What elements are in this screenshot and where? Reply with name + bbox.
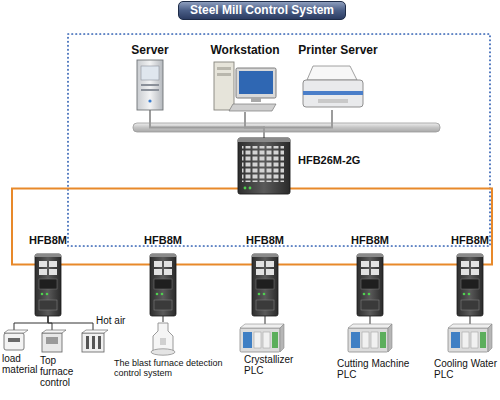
vent-stripe: [86, 336, 89, 349]
vent-stripe: [98, 336, 101, 349]
switch-icon: [150, 254, 176, 316]
node-label: HFB8M: [18, 234, 78, 246]
drive-slot: [217, 67, 231, 70]
device-wire: [470, 316, 471, 324]
device-wire: [163, 316, 164, 322]
bus-link: [264, 110, 332, 138]
device-wire: [14, 316, 48, 330]
node-label: HFB8M: [235, 234, 295, 246]
node-label: load material: [2, 353, 44, 375]
node-label: HFB8M: [340, 234, 400, 246]
ring-link: [278, 264, 357, 266]
bus-link: [150, 110, 264, 138]
printer-stripe: [303, 91, 363, 95]
node-label: HFB26M-2G: [298, 154, 388, 166]
node-label: Cooling Water PLC: [434, 358, 500, 380]
core-switch-icon: [238, 138, 290, 194]
device-icon: [42, 333, 62, 352]
device-slot: [8, 338, 20, 342]
device-wire: [370, 316, 371, 324]
status-led: [244, 187, 247, 190]
switch-icon: [35, 254, 61, 316]
ring-link: [61, 264, 150, 266]
printer-tray: [307, 66, 357, 80]
ring-link: [290, 188, 492, 264]
device-icon: [4, 333, 24, 350]
furnace-door: [160, 338, 166, 345]
printer-output: [318, 99, 348, 103]
ring-link: [383, 264, 457, 266]
device-icon: [82, 333, 104, 352]
printer-body: [303, 80, 363, 107]
node-label: Workstation: [205, 44, 285, 57]
vent-stripe: [92, 336, 95, 349]
status-led: [249, 187, 252, 190]
node-label: Cutting Machine PLC: [337, 358, 417, 380]
monitor-stand: [251, 98, 261, 102]
device-top: [42, 330, 66, 333]
server-slot: [141, 84, 159, 86]
keyboard: [229, 104, 276, 111]
workstation-tower: [214, 62, 234, 110]
device-wire: [48, 316, 93, 330]
monitor-screen: [239, 71, 273, 94]
node-label: The blast furnace detection control syst…: [114, 358, 244, 378]
device-wire: [265, 316, 266, 324]
node-label: Printer Server: [288, 44, 388, 57]
switch-icon: [357, 254, 383, 316]
drive-slot: [217, 73, 231, 76]
node-label: Server: [115, 44, 185, 57]
core-switch-top: [238, 138, 290, 142]
plc-icon: [348, 324, 392, 352]
plc-icon: [240, 324, 284, 352]
node-label: Crystallizer PLC: [244, 354, 304, 376]
device-panel: [46, 337, 58, 344]
blast-furnace-icon: [153, 323, 173, 351]
server-panel: [141, 66, 159, 80]
device-top: [4, 330, 28, 333]
node-label: HFB8M: [133, 234, 193, 246]
device-top: [82, 330, 108, 333]
network-boundary: [68, 34, 490, 246]
plc-icon: [448, 324, 492, 352]
ring-link: [12, 188, 238, 264]
monitor-frame: [236, 68, 276, 98]
node-label: Hot air: [96, 315, 136, 326]
server-icon: [137, 60, 163, 110]
core-switch-ports: [242, 146, 284, 182]
switch-icon: [252, 254, 278, 316]
server-slot: [141, 89, 159, 91]
switch-icon: [457, 254, 483, 316]
title-banner: Steel Mill Control System: [178, 1, 346, 20]
bus-link: [245, 112, 264, 138]
node-label: Top furnace control: [40, 355, 80, 389]
furnace-base: [151, 349, 175, 355]
ring-link: [176, 264, 252, 266]
server-led: [148, 99, 151, 102]
